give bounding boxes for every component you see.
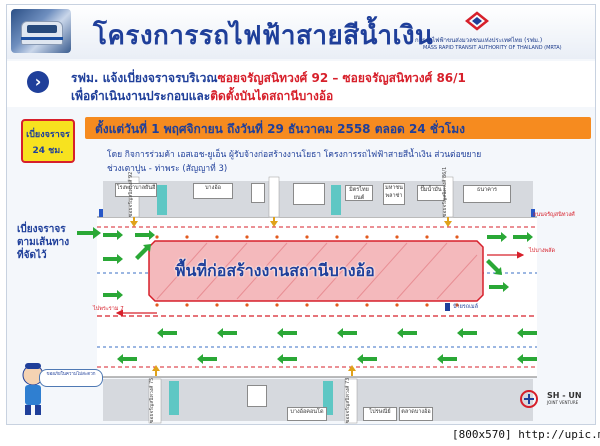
construction-zone-label: พื้นที่ก่อสร้างงานสถานีบางอ้อ: [175, 261, 375, 280]
direction-left-label: ไปพระราม 7: [93, 306, 124, 312]
detour-instruction-line-1: เบี่ยงจราจร: [17, 224, 66, 235]
closure-label: เบี่ยงจราจร: [26, 130, 70, 140]
building-top-4: มหาชน พลาซ่า: [383, 183, 405, 205]
announcement-line-1: รฟม. แจ้งเบี่ยงจราจรบริเวณซอยจรัญสนิทวงศ…: [71, 69, 466, 88]
soi-label-opp-a: ซอยจรัญสนิทวงศ์ 75: [149, 377, 155, 423]
building-top-blank-b: [293, 183, 325, 205]
building-top-2: บางอ้อ: [193, 183, 233, 199]
announcement-line-2-prefix: เพื่อดำเนินงานประกอบและ: [71, 89, 211, 103]
announcement-line-1-highlight: ซอยจรัญสนิทวงศ์ 92 – ซอยจรัญสนิทวงศ์ 86/…: [217, 71, 466, 85]
sh-un-logo-text: SH - UN: [547, 391, 582, 400]
closure-duration: 24 ชม.: [32, 146, 64, 156]
detour-instruction-line-3: ที่จัดไว้: [17, 250, 47, 261]
traffic-notice-poster: โครงการรถไฟฟ้าสายสีน้ำเงิน การรถไฟฟ้าขนส…: [6, 4, 596, 425]
org-name-english: MASS RAPID TRANSIT AUTHORITY OF THAILAND…: [423, 45, 562, 51]
soi-label-92: ซอยจรัญสนิทวงศ์ 92: [128, 171, 134, 217]
train-photo-icon: [11, 9, 71, 53]
project-title: โครงการรถไฟฟ้าสายสีน้ำเงิน: [93, 21, 434, 51]
building-top-6: ธนาคาร: [463, 185, 511, 203]
image-host-watermark: [800x570] http://upic.me/: [452, 428, 600, 441]
org-name-thai: การรถไฟฟ้าขนส่งมวลชนแห่งประเทศไทย (รฟม.): [415, 37, 543, 44]
sh-un-logo-subtext: JOINT VENTURE: [547, 400, 579, 405]
sh-un-logo: SH - UN JOINT VENTURE: [547, 391, 582, 405]
building-bottom-3: ตลาดบางอ้อ: [399, 407, 433, 421]
poster-header: โครงการรถไฟฟ้าสายสีน้ำเงิน การรถไฟฟ้าขนส…: [7, 5, 595, 59]
contract-section: ช่วงเตาปูน - ท่าพระ (สัญญาที่ 3): [107, 164, 228, 174]
road-name-label: ถนนจรัญสนิทวงศ์: [533, 212, 575, 218]
announcement-line-2: เพื่อดำเนินงานประกอบและติดตั้งบันไดสถานี…: [71, 87, 333, 106]
schedule-text: ตั้งแต่วันที่ 1 พฤศจิกายน ถึงวันที่ 29 ธ…: [95, 122, 466, 136]
detour-map: โรงพยาบาลยันฮี บางอ้อ มิตรไทยยนต์ มหาชน …: [7, 167, 595, 424]
contractor-description: โดย กิจการร่วมค้า เอสเอช-ยูเอ็น ผู้รับจ้…: [107, 150, 482, 160]
chevron-right-icon: ›: [27, 71, 49, 93]
soi-label-opp-b: ซอยจรัญสนิทวงศ์ 73: [345, 377, 351, 423]
building-bottom-blank-a: [247, 385, 267, 407]
announcement-line-1-prefix: รฟม. แจ้งเบี่ยงจราจรบริเวณ: [71, 71, 218, 85]
building-top-5: ปั๊มน้ำมัน: [417, 185, 445, 201]
road-map-svg: [77, 176, 537, 424]
building-top-3: มิตรไทยยนต์: [345, 185, 373, 201]
contractor-logo-icon: [520, 390, 538, 408]
announcement-line-2-highlight: ติดตั้งบันไดสถานีบางอ้อ: [210, 89, 334, 103]
direction-right-label: ไปบางพลัด: [529, 248, 556, 254]
bus-stop-label: ป้ายรถเมล์: [453, 304, 478, 310]
announcement-box: [7, 61, 595, 107]
detour-instruction: เบี่ยงจราจร ตามเส้นทาง ที่จัดไว้: [17, 223, 69, 262]
mascot-speech-bubble: ขออภัยในความไม่สะดวก: [39, 369, 103, 387]
schedule-bar: ตั้งแต่วันที่ 1 พฤศจิกายน ถึงวันที่ 29 ธ…: [85, 117, 591, 139]
building-top-blank-a: [251, 183, 265, 203]
mascot-icon: [22, 363, 44, 415]
mrta-logo-icon: [465, 11, 489, 31]
building-top-1: โรงพยาบาลยันฮี: [115, 183, 157, 197]
building-bottom-1: บางอ้อคอนโด: [287, 407, 327, 421]
closure-badge: เบี่ยงจราจร 24 ชม.: [21, 119, 75, 163]
building-bottom-2: ไปรษณีย์: [363, 407, 397, 421]
detour-instruction-line-2: ตามเส้นทาง: [17, 237, 70, 248]
soi-label-86: ซอยจรัญสนิทวงศ์ 86/1: [442, 166, 448, 217]
